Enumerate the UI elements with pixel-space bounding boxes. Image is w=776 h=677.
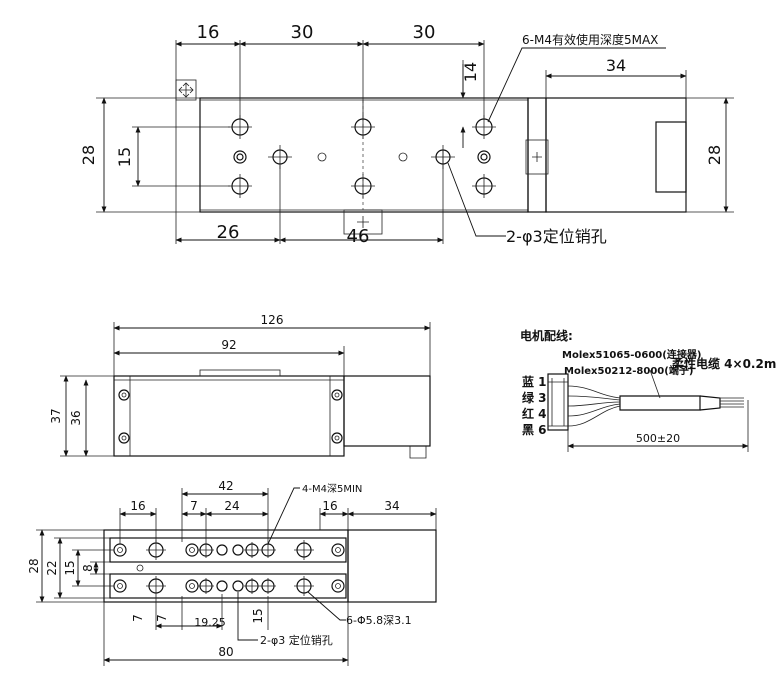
pin-blue: 蓝 1 [522, 374, 547, 389]
dim-14: 14 [461, 62, 480, 82]
dim-28-left: 28 [79, 145, 98, 165]
top-view-motor-housing [545, 97, 687, 213]
dim-36: 36 [69, 410, 83, 425]
bottom-view-body [103, 529, 349, 603]
dim-37: 37 [49, 408, 63, 423]
cable-length: 500±20 [636, 432, 680, 445]
molex-connector [547, 373, 569, 431]
dim-7-a: 7 [131, 614, 145, 622]
bottom-view: 42 4-M4深5MIN 16 7 24 16 34 28 22 15 8 7 … [27, 479, 437, 666]
bottom-holes [113, 540, 345, 596]
dim-16: 16 [197, 22, 220, 43]
top-view: 16 30 30 34 6-M4有效使用深度5MAX 28 15 14 28 2… [79, 22, 734, 247]
wiring-title: 电机配线: [520, 328, 573, 343]
dim-15: 15 [115, 147, 134, 167]
connector-label: Molex51065-0600(连接器) [562, 348, 701, 361]
dim-46: 46 [347, 226, 370, 247]
terminal-label: Molex50212-8000(端子) [564, 364, 693, 377]
dim-42: 42 [218, 479, 233, 493]
dim-22: 22 [45, 560, 59, 575]
pin-red: 红 4 [522, 406, 547, 421]
dim-28-bottom: 28 [27, 558, 41, 573]
dim-8: 8 [81, 564, 95, 572]
note-m4-thread: 6-M4有效使用深度5MAX [522, 32, 658, 47]
side-view: 126 92 37 36 [49, 313, 431, 459]
top-view-connector-slot [655, 121, 687, 193]
dim-30-b: 30 [413, 22, 436, 43]
dim-15-bottom: 15 [63, 560, 77, 575]
dim-15-b: 15 [251, 608, 265, 623]
wiring-diagram: 电机配线: Molex51065-0600(连接器) Molex50212-80… [520, 328, 776, 452]
plus-marker-right [525, 139, 549, 175]
bottom-view-motor [347, 529, 437, 603]
dim-16-b: 16 [322, 499, 337, 513]
dim-19-25: 19.25 [194, 616, 226, 629]
side-view-body [113, 375, 345, 457]
pin-green: 绿 3 [522, 390, 547, 405]
dim-30-a: 30 [291, 22, 314, 43]
dim-26: 26 [217, 222, 240, 243]
dim-34: 34 [606, 56, 626, 75]
dim-34-bottom: 34 [384, 499, 399, 513]
dim-7-top: 7 [190, 499, 198, 513]
m4-holes [228, 115, 496, 198]
dim-16-a: 16 [130, 499, 145, 513]
note-pin-hole: 2-φ3定位销孔 [506, 227, 607, 246]
note-counterbore: 6-Φ5.8深3.1 [346, 614, 412, 627]
dim-80: 80 [218, 645, 233, 659]
note-pin-hole-bottom: 2-φ3 定位销孔 [260, 633, 333, 647]
side-view-motor [343, 375, 431, 447]
cable-label: 柔性电缆 4×0.2mm² [671, 356, 776, 371]
dim-126: 126 [261, 313, 284, 327]
dim-7-b: 7 [155, 614, 169, 622]
dim-24: 24 [224, 499, 239, 513]
dim-92: 92 [221, 338, 236, 352]
pin-black: 黑 6 [522, 423, 547, 437]
note-m4-depth: 4-M4深5MIN [302, 483, 362, 495]
dim-28-right: 28 [705, 145, 724, 165]
